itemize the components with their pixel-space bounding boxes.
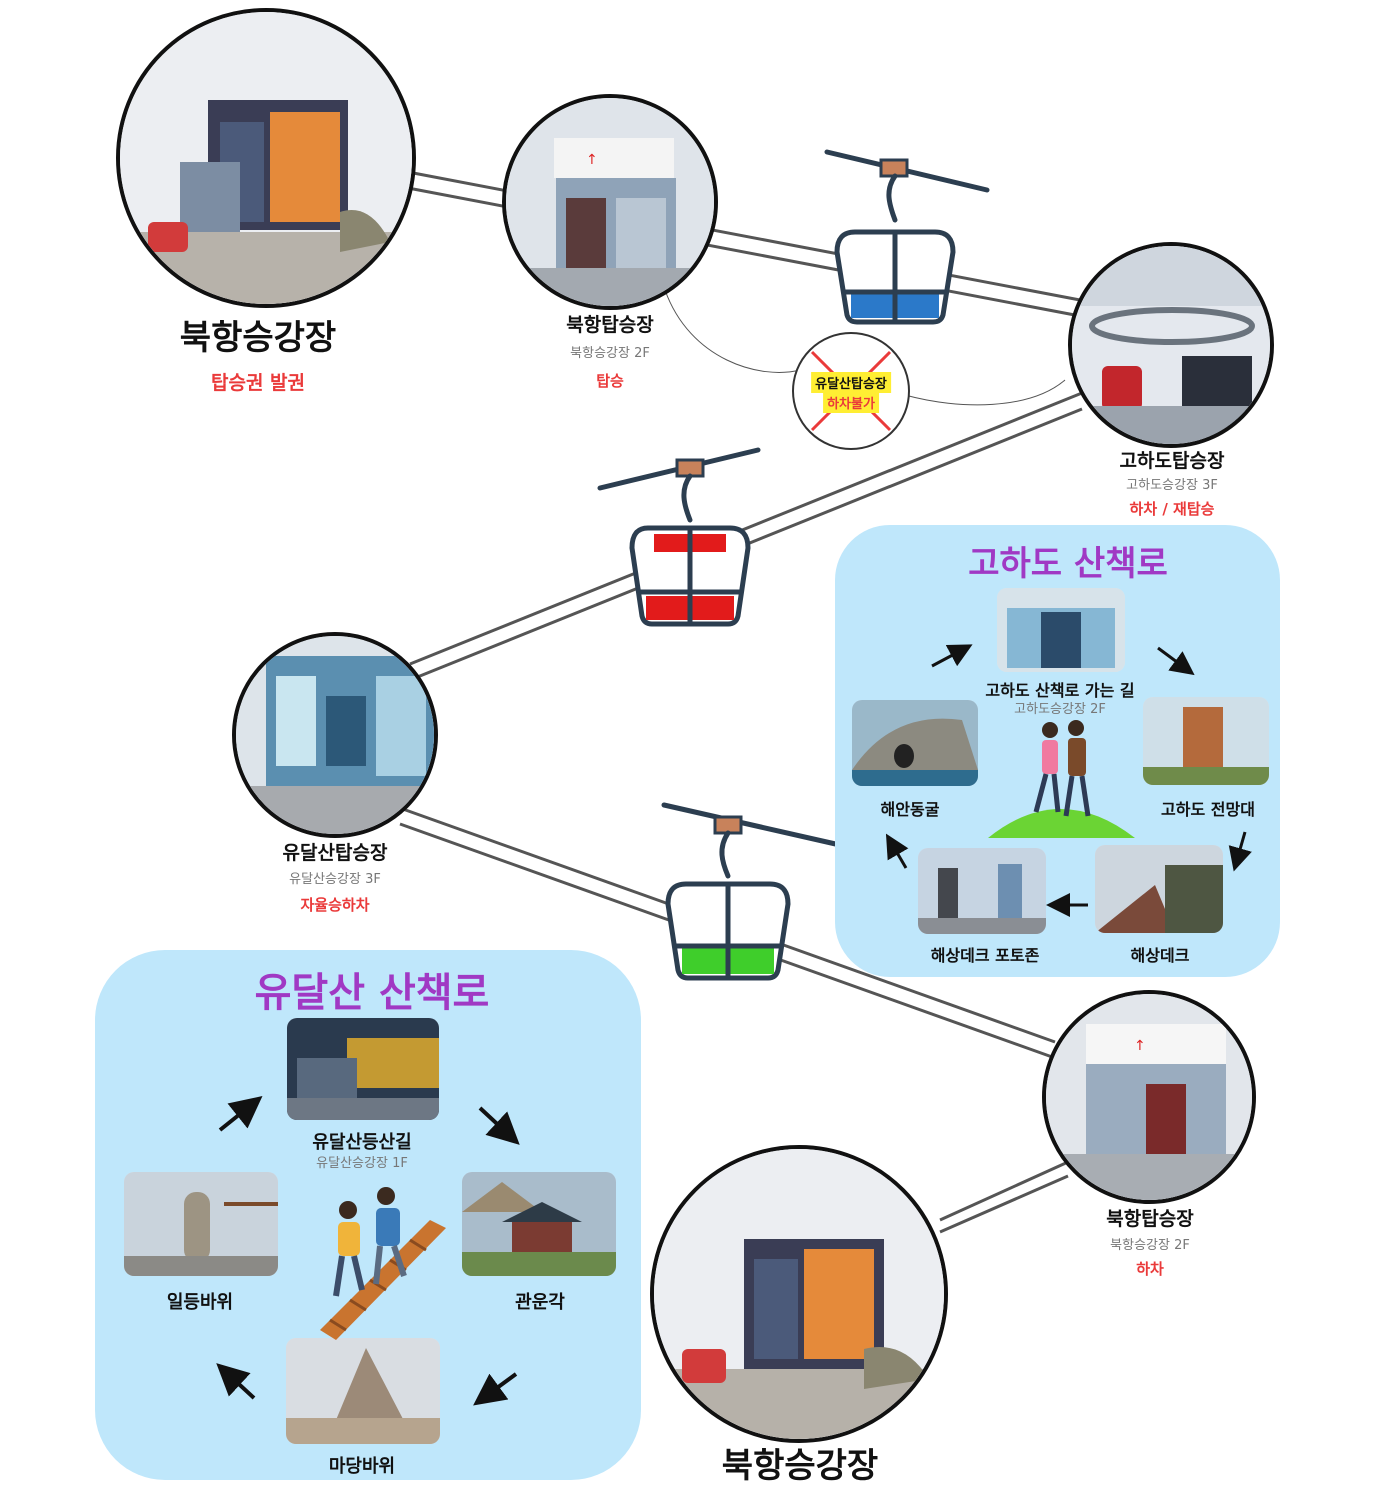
station-action-exit: 하차	[1136, 1260, 1164, 1278]
station-action-gohado: 하차 / 재탑승	[1129, 500, 1215, 518]
bukhang-station-photo	[116, 8, 416, 308]
gohado-tower-photo	[1068, 242, 1274, 448]
green-cabin	[661, 802, 843, 981]
gohado-path-photo	[997, 588, 1125, 672]
yudalsan-stop-1-floor: 유달산승강장 1F	[316, 1156, 408, 1171]
stair-hikers-illustration	[320, 1187, 446, 1340]
gohado-stop-1: 고하도 산책로 가는 길	[985, 681, 1135, 700]
ildeungbawi-photo	[124, 1172, 278, 1276]
no-stop-station: 유달산탑승장	[811, 372, 891, 393]
station-title-bukhang-end: 북항승강장	[721, 1446, 879, 1486]
gohado-stop-1-floor: 고하도승강장 2F	[1014, 702, 1106, 717]
station-title-bukhang-start: 북항승강장	[179, 318, 337, 358]
station-title-bukhang-tower-exit: 북항탑승장	[1106, 1208, 1194, 1230]
gohado-trail-title: 고하도 산책로	[968, 544, 1168, 584]
gohado-stop-3: 해상데크	[1130, 946, 1190, 965]
station-floor-bukhang-tower-exit: 북항승강장 2F	[1110, 1238, 1190, 1253]
station-action-board: 탑승	[596, 372, 624, 390]
svg-text:↑: ↑	[1134, 1038, 1146, 1054]
hikers-illustration	[988, 720, 1135, 838]
station-floor-bukhang-tower: 북항승강장 2F	[570, 346, 650, 361]
gohado-observatory-photo	[1143, 697, 1269, 785]
gohado-stop-5: 해안동굴	[880, 800, 940, 819]
yudalsan-stop-2: 관운각	[515, 1292, 565, 1313]
no-stop-marker: 유달산탑승장 하차불가	[792, 332, 910, 450]
gwanungak-photo	[462, 1172, 616, 1276]
station-title-bukhang-tower: 북항탑승장	[566, 314, 654, 336]
yudalsan-stop-3: 마당바위	[328, 1456, 396, 1477]
gohado-deck-photo	[1095, 845, 1223, 933]
yudalsan-trail-title: 유달산 산책로	[254, 970, 490, 1016]
blue-cabin	[824, 149, 990, 325]
madangbawi-photo	[286, 1338, 440, 1444]
station-action-ticketing: 탑승권 발권	[210, 372, 306, 394]
gohado-photozone-photo	[918, 848, 1046, 934]
station-title-gohado-tower: 고하도탑승장	[1119, 450, 1225, 472]
red-cabin	[597, 447, 761, 627]
yudalsan-hiking-path-photo	[287, 1018, 439, 1120]
gohado-cave-photo	[852, 700, 978, 786]
yudalsan-tower-photo	[232, 632, 438, 838]
no-stop-text: 하차불가	[823, 392, 879, 413]
station-title-yudalsan-tower: 유달산탑승장	[282, 842, 388, 864]
bukhang-tower-photo: ↑	[502, 94, 718, 310]
station-action-yudalsan: 자율승하차	[300, 896, 370, 914]
gohado-stop-2: 고하도 전망대	[1161, 800, 1255, 819]
bukhang-tower-exit-photo: ↑	[1042, 990, 1256, 1204]
svg-text:↑: ↑	[586, 152, 598, 168]
station-floor-yudalsan-tower: 유달산승강장 3F	[289, 872, 381, 887]
yudalsan-stop-1: 유달산등산길	[312, 1132, 412, 1153]
gohado-stop-4: 해상데크 포토존	[930, 946, 1040, 965]
station-floor-gohado-tower: 고하도승강장 3F	[1126, 478, 1218, 493]
yudalsan-stop-4: 일등바위	[166, 1292, 234, 1313]
